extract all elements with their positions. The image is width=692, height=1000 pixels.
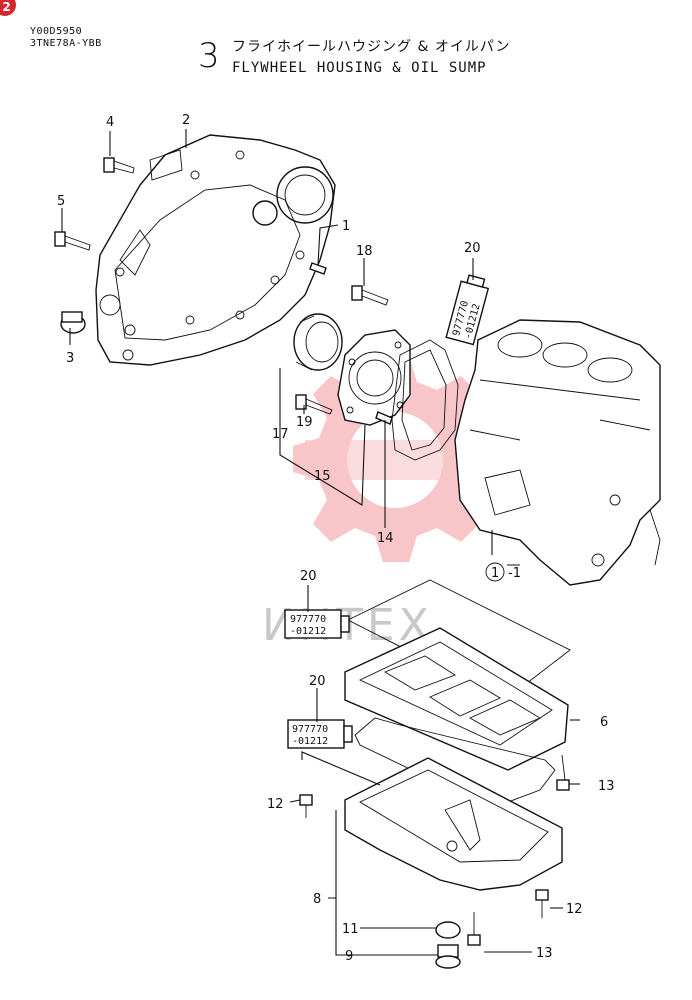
sealant-partno-low-2: -01212 xyxy=(292,736,328,747)
callout-20-low: 20 xyxy=(309,674,326,689)
oil-pan-upper-6 xyxy=(344,627,569,771)
callout-12-right: 12 xyxy=(566,902,583,917)
drain-plug-9 xyxy=(435,944,461,969)
bolt-19 xyxy=(295,394,333,415)
sealant-tube-top: 977770 -01212 xyxy=(445,274,490,346)
callout-8: 8 xyxy=(313,892,321,907)
callout-9: 9 xyxy=(345,949,353,964)
diagram-code: Y00D5950 xyxy=(30,26,83,37)
callout-12-left: 12 xyxy=(267,797,284,812)
title-english: FLYWHEEL HOUSING & OIL SUMP xyxy=(232,60,487,76)
gasket-14 xyxy=(391,339,459,461)
callout-11: 11 xyxy=(342,922,359,937)
sealant-partno-low-1: 977770 xyxy=(292,724,328,735)
model-code: 3TNE78A-YBB xyxy=(30,38,102,49)
watermark-logo xyxy=(293,356,499,562)
flywheel-housing xyxy=(95,134,336,366)
section-number: 3 xyxy=(198,36,220,76)
cylinder-block xyxy=(454,319,661,586)
bolt-13-upper xyxy=(556,754,570,791)
oil-pan-lower-8 xyxy=(344,757,563,891)
sealant-partno-mid-1: 977770 xyxy=(290,614,326,625)
callout-3: 3 xyxy=(66,351,74,366)
callout-2: 2 xyxy=(182,113,190,128)
callout-20-top: 20 xyxy=(464,241,481,256)
sealant-partno-mid-2: -01212 xyxy=(290,626,326,637)
callout-14: 14 xyxy=(377,531,394,546)
title-japanese: フライホイールハウジング & オイルパン xyxy=(232,39,511,55)
callout-20-mid: 20 xyxy=(300,569,317,584)
leader-lines xyxy=(61,129,580,956)
reference-1-1: 1 -1 xyxy=(485,562,521,582)
callout-6: 6 xyxy=(600,715,608,730)
callout-1: 1 xyxy=(342,219,350,234)
callout-19: 19 xyxy=(296,415,313,430)
bolt-13-lower xyxy=(467,912,481,946)
bolt-18 xyxy=(351,285,389,306)
callout-13-upper: 13 xyxy=(598,779,615,794)
bolt-5 xyxy=(54,231,91,251)
bolt-4 xyxy=(103,157,135,174)
sealant-tube-low: 977770 -01212 xyxy=(287,719,353,749)
washer-11 xyxy=(435,921,461,939)
bolt-12-right xyxy=(535,889,549,918)
callout-5: 5 xyxy=(57,194,65,209)
ref-suffix: -1 xyxy=(508,566,521,581)
callout-13-lower: 13 xyxy=(536,946,553,961)
callout-15: 15 xyxy=(314,469,331,484)
bolt-12-left xyxy=(299,794,313,818)
callout-18: 18 xyxy=(356,244,373,259)
oil-seal-17 xyxy=(293,313,343,371)
sealant-tube-mid: 977770 -01212 xyxy=(284,609,350,639)
plug-3 xyxy=(60,311,86,334)
corner-badge: 2 xyxy=(0,0,16,16)
callout-17: 17 xyxy=(272,427,289,442)
dowel-pin-1 xyxy=(309,262,327,275)
ref-circle-number: 1 xyxy=(491,566,499,581)
callout-4: 4 xyxy=(106,115,114,130)
pin-near-14 xyxy=(375,411,393,425)
